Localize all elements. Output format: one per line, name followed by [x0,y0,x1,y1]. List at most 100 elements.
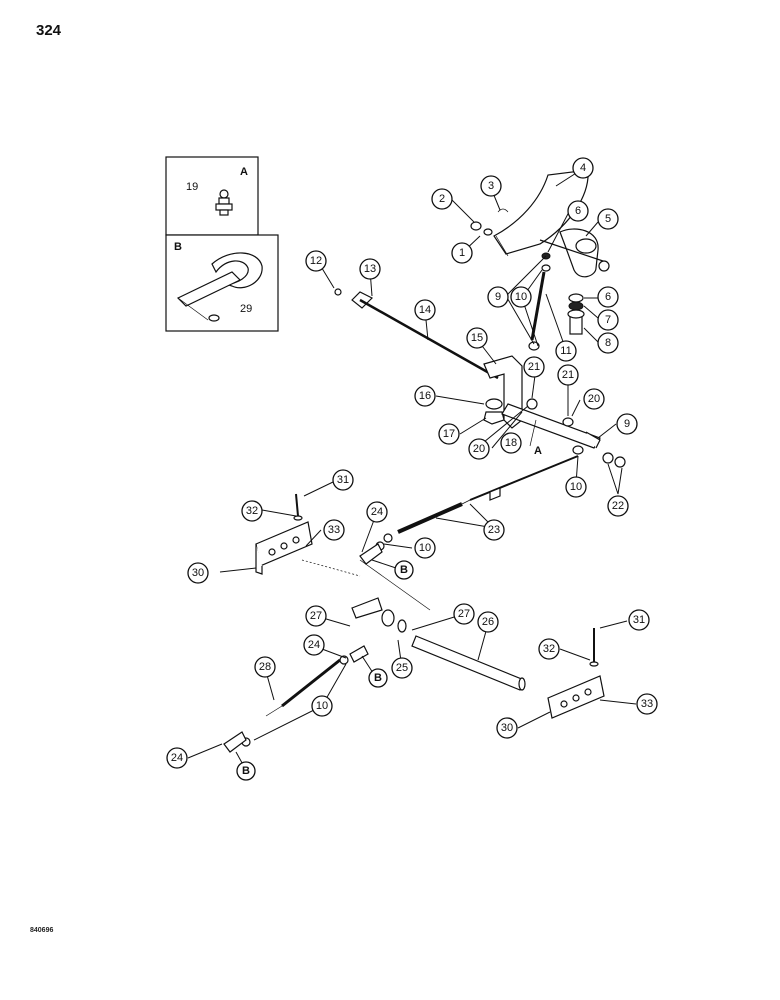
callout-30b: 30 [496,717,518,739]
callout-28: 28 [254,656,276,678]
callout-33a: 33 [323,519,345,541]
svg-text:30: 30 [192,567,204,579]
svg-text:B: B [374,672,382,684]
svg-text:10: 10 [316,700,328,712]
svg-text:24: 24 [308,639,320,651]
pedal-assembly [470,169,610,351]
inset-a-letter: A [240,166,248,178]
callout-11: 11 [555,340,577,362]
callout-13: 13 [359,258,381,280]
inset-b-letter: B [174,241,182,253]
svg-text:21: 21 [528,361,540,373]
svg-text:22: 22 [612,500,624,512]
callout-16: 16 [414,385,436,407]
callout-23: 23 [483,519,505,541]
callout-9b: 9 [616,413,638,435]
svg-text:30: 30 [501,722,513,734]
callout-24c: 24 [166,747,188,769]
ref-letter-b3: B [236,761,256,781]
ref-letter-b2: B [368,668,388,688]
svg-text:13: 13 [364,263,376,275]
svg-text:1: 1 [459,247,465,259]
svg-text:24: 24 [171,752,183,764]
svg-text:9: 9 [624,418,630,430]
svg-text:7: 7 [605,314,611,326]
callout-4: 4 [572,157,594,179]
callout-24a: 24 [366,501,388,523]
callout-5: 5 [597,208,619,230]
lower-shaft [223,493,605,753]
svg-text:21: 21 [562,369,574,381]
callout-1: 1 [451,242,473,264]
grease-fitting-icon [215,189,233,216]
svg-text:26: 26 [482,616,494,628]
callout-32b: 32 [538,638,560,660]
svg-text:17: 17 [443,428,455,440]
svg-text:5: 5 [605,213,611,225]
callout-6a: 6 [567,200,589,222]
callout-7: 7 [597,309,619,331]
callout-18: 18 [500,432,522,454]
callout-20a: 20 [468,438,490,460]
callout-30a: 30 [187,562,209,584]
callout-26: 26 [477,611,499,633]
callout-15: 15 [466,327,488,349]
rod-and-bracket [334,288,626,468]
callout-24b: 24 [303,634,325,656]
callout-27b: 27 [453,603,475,625]
inset-panel: A 19 B 29 [165,156,279,332]
svg-text:6: 6 [605,291,611,303]
callout-6b: 6 [597,286,619,308]
svg-text:15: 15 [471,332,483,344]
callout-20b: 20 [583,388,605,410]
svg-text:11: 11 [560,345,571,357]
svg-text:16: 16 [419,390,431,402]
svg-text:25: 25 [396,662,408,674]
callout-21a: 21 [523,356,545,378]
svg-text:14: 14 [419,304,431,316]
svg-text:10: 10 [570,481,582,493]
svg-text:3: 3 [488,180,494,192]
drawing-code: 840696 [30,927,54,934]
svg-text:33: 33 [328,524,340,536]
callout-31b: 31 [628,609,650,631]
svg-text:28: 28 [259,661,271,673]
inset-b-part-number: 29 [240,303,252,315]
svg-text:4: 4 [580,162,586,174]
svg-text:9: 9 [495,291,501,303]
callout-12: 12 [305,250,327,272]
svg-text:18: 18 [505,437,517,449]
svg-text:27: 27 [458,608,470,620]
callout-2: 2 [431,188,453,210]
ref-letter-b1: B [394,560,414,580]
callout-9a: 9 [487,286,509,308]
callout-33b: 33 [636,693,658,715]
inset-a-part-number: 19 [186,181,198,193]
page-number: 324 [36,22,62,39]
callout-8: 8 [597,332,619,354]
svg-text:20: 20 [588,393,600,405]
svg-text:12: 12 [310,255,322,267]
ref-letter-a: A [534,445,542,457]
callout-10c: 10 [414,537,436,559]
svg-text:32: 32 [246,505,258,517]
callout-3: 3 [480,175,502,197]
svg-text:24: 24 [371,506,383,518]
svg-text:10: 10 [419,542,431,554]
svg-text:B: B [242,765,250,777]
callout-10b: 10 [565,476,587,498]
svg-text:32: 32 [543,643,555,655]
svg-text:33: 33 [641,698,653,710]
callout-10a: 10 [510,286,532,308]
svg-text:27: 27 [310,610,322,622]
svg-text:20: 20 [473,443,485,455]
svg-text:2: 2 [439,193,445,205]
callout-17: 17 [438,423,460,445]
svg-text:8: 8 [605,337,611,349]
callout-22: 22 [607,495,629,517]
spring-clip-icon [176,252,263,322]
callout-25: 25 [391,657,413,679]
svg-text:6: 6 [575,205,581,217]
svg-text:31: 31 [633,614,645,626]
callout-32a: 32 [241,500,263,522]
